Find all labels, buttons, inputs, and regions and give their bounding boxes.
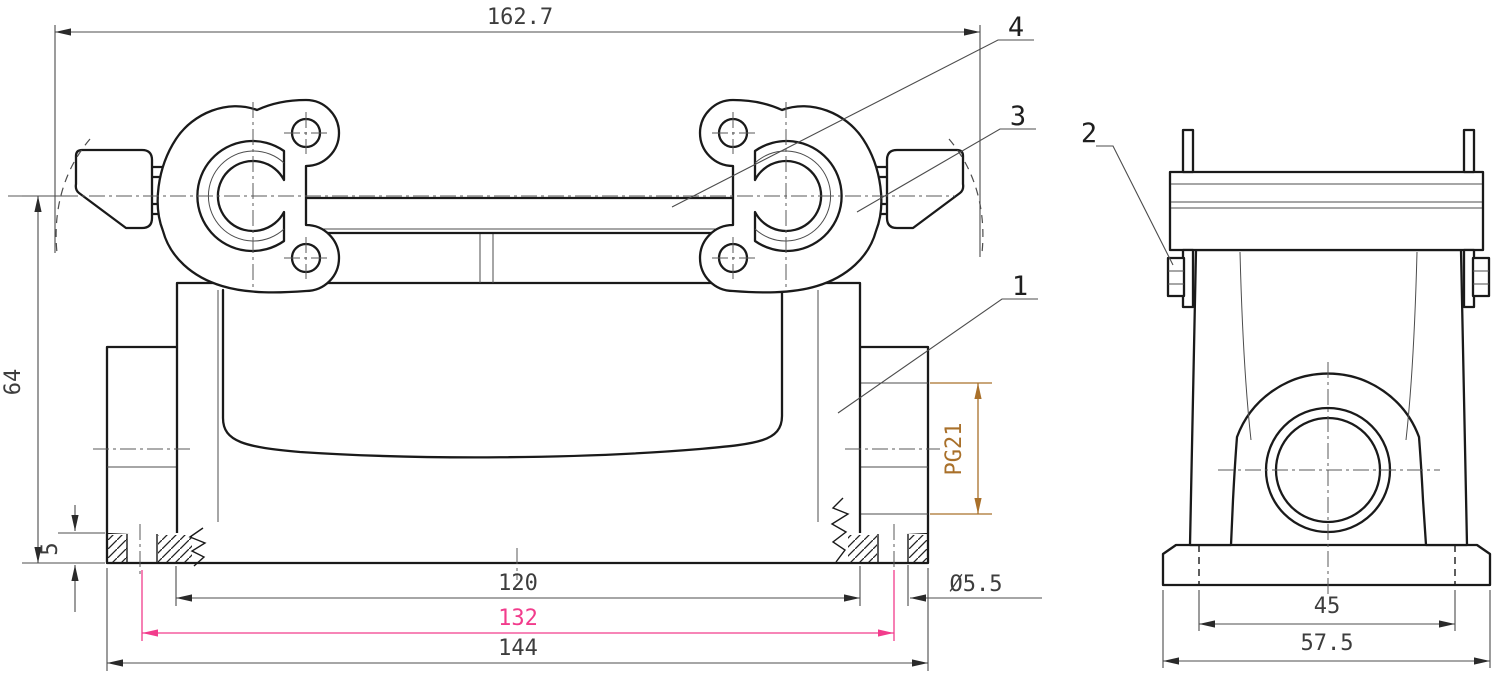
callout-2: 2	[1081, 118, 1097, 149]
dim-side-hole-spacing: 45	[1314, 594, 1341, 619]
callout-leader-3	[856, 128, 1036, 213]
dim-cable-entry: PG21	[942, 423, 967, 476]
stud-pin	[1462, 128, 1476, 174]
callout-leader-1	[837, 298, 1038, 414]
dim-side-base-width: 57.5	[1301, 631, 1354, 656]
callout-4: 4	[1008, 12, 1024, 43]
callout-3: 3	[1010, 101, 1026, 132]
break-line	[188, 527, 207, 567]
dim-overall-height: 64	[1, 369, 26, 396]
side-body	[1188, 248, 1469, 547]
foot-section	[108, 497, 927, 580]
hidden-hole-line	[1198, 545, 1456, 585]
cable-lug-left	[107, 347, 177, 533]
break-line	[830, 497, 850, 563]
dimension-layer: 162.7 64 5 120 Ø5.5 132 144 PG21	[1, 5, 1491, 671]
callout-leader-2	[1096, 145, 1174, 266]
bale-bar	[280, 198, 760, 233]
dim-hole-diameter: Ø5.5	[950, 572, 1003, 597]
dim-hole-spacing: 132	[498, 606, 538, 631]
stud-nut	[1166, 256, 1186, 298]
side-view	[1161, 128, 1492, 598]
hood-body	[175, 281, 862, 533]
callout-1: 1	[1012, 271, 1028, 302]
stud-pin	[1181, 128, 1195, 174]
dim-foot-height: 5	[38, 542, 63, 555]
hood-cavity	[221, 288, 784, 459]
side-cap	[1168, 170, 1485, 252]
dim-base-width: 144	[498, 636, 538, 661]
front-view	[8, 98, 985, 580]
side-base	[1161, 543, 1492, 587]
stud-nut	[1471, 256, 1491, 298]
dim-overall-width: 162.7	[487, 5, 553, 30]
dim-body-width: 120	[498, 571, 538, 596]
callout-leader-4	[671, 39, 1034, 208]
callout-layer: 4 3 1 2	[671, 12, 1174, 414]
cable-lug-right	[860, 347, 928, 533]
